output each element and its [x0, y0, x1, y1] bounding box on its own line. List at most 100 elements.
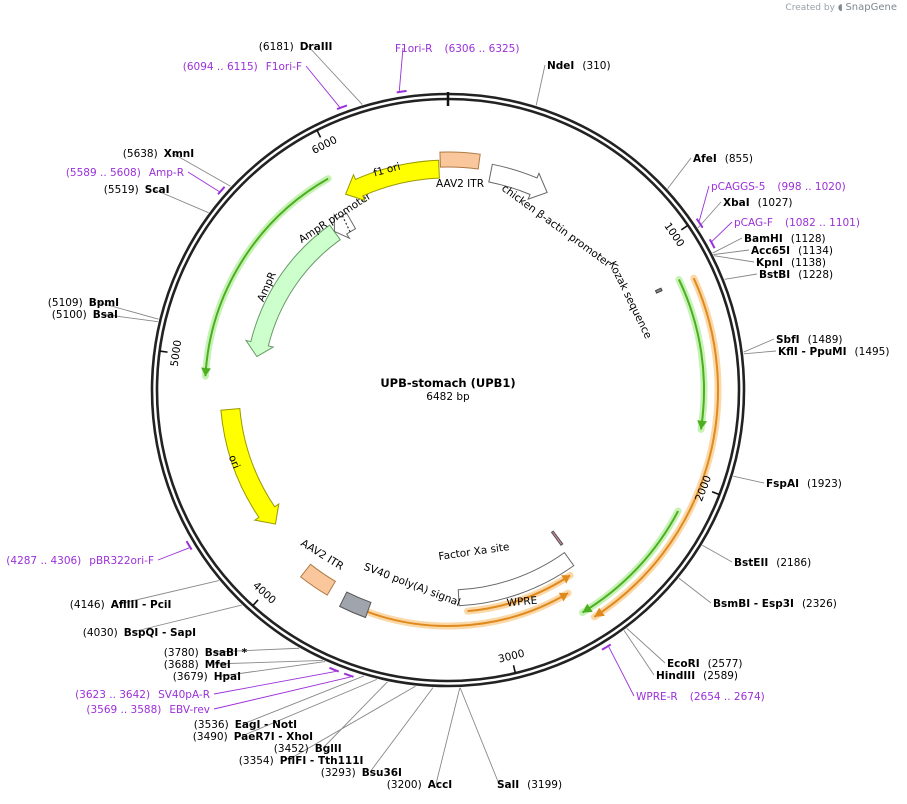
primer-wpre-r: WPRE-R(2654 .. 2674) [601, 643, 765, 703]
site-coord: (3293) [321, 767, 356, 779]
feature-label-sv40-poly-a-signal: SV40 poly(A) signal [362, 561, 462, 609]
site-fspai: FspAI(1923) [733, 475, 842, 490]
site-coord: (1128) [791, 233, 826, 245]
feature-f1-ori [344, 159, 440, 202]
site-coord: (1134) [798, 245, 833, 257]
site-name: BamHI [744, 233, 783, 245]
site-leader-line [743, 350, 777, 355]
site-label: (3679)HpaI [173, 671, 241, 683]
site-coord: (310) [582, 60, 610, 72]
primer-label: (3623 .. 3642)SV40pA-R [75, 689, 210, 701]
site-label: (3200)AccI [387, 779, 452, 791]
site-label: (4146)AflIII - PciI [70, 599, 172, 611]
site-leader-line [212, 660, 323, 665]
primer-label: (6094 .. 6115)F1ori-F [183, 61, 302, 73]
orf-arrow [675, 275, 708, 433]
primer-label: (5589 .. 5608)Amp-R [66, 167, 184, 179]
site-coord: (1228) [798, 269, 833, 281]
site-sbfi: SbfI(1489) [743, 334, 843, 353]
tick-mark [711, 491, 720, 496]
site-name: Acc65I [751, 245, 790, 257]
primer-name: pCAG-F [734, 217, 773, 229]
tick-label: 1000 [661, 221, 686, 250]
site-leader-line [307, 45, 363, 105]
feature-ampr-promoter [333, 212, 357, 240]
site-label: Acc65I (1134) [751, 245, 833, 257]
site-name: AccI [428, 779, 452, 791]
site-coord: (1138) [791, 257, 826, 269]
feature-sv40-poly-a-signal [338, 591, 372, 619]
site-label: SalI(3199) [497, 779, 562, 791]
site-leader-line [626, 628, 666, 664]
site-leader-line [535, 64, 546, 106]
site-leader-line [152, 188, 209, 214]
primer-ebv-rev: (3569 .. 3588)EBV-rev [86, 672, 354, 716]
orf-arrow [590, 274, 722, 621]
primer-leader-line [398, 47, 404, 91]
site-name: KpnI [756, 257, 783, 269]
primer-name: F1ori-F [266, 61, 302, 73]
site-paer7i-xhoi: (3490)PaeR7I - XhoI [193, 678, 377, 743]
site-label: (3452)BglII [274, 743, 342, 755]
site-bglii: (3452)BglII [274, 681, 388, 755]
site-name: HindIII [656, 670, 695, 682]
site-leader-line [322, 681, 388, 749]
site-label: (5519)ScaI [104, 184, 170, 196]
site-label: BstEII(2186) [734, 557, 811, 569]
site-leader-line [713, 249, 750, 256]
site-leader-line [212, 647, 300, 653]
site-leader-line [100, 313, 158, 323]
site-label: (4030)BspQI - SapI [83, 627, 196, 639]
primer-sv40pa-r: (3623 .. 3642)SV40pA-R [75, 666, 340, 701]
site-leader-line [242, 675, 365, 725]
site-name: BsaI [93, 309, 118, 321]
site-label: (3780)BsaBI * [164, 647, 248, 659]
site-leader-line [435, 687, 461, 785]
site-acci: (3200)AccI [387, 687, 461, 791]
primer-label: (4287 .. 4306)pBR322ori-F [6, 555, 154, 567]
site-name: ScaI [145, 184, 170, 196]
site-coord: (2326) [802, 598, 837, 610]
site-coord: (1923) [807, 478, 842, 490]
feature-label-chicken-beta-actin-promoter: chicken β-actin promoter [499, 182, 613, 270]
primer-label: WPRE-R(2654 .. 2674) [636, 691, 765, 703]
credit-prefix: Created by [785, 3, 835, 13]
primer-f1ori-f: (6094 .. 6115)F1ori-F [183, 61, 348, 111]
site-label: BamHI (1128) [744, 233, 826, 245]
site-bsteii: BstEII(2186) [702, 544, 811, 569]
site-xbai: XbaI(1027) [697, 197, 793, 229]
site-coord: (2186) [776, 557, 811, 569]
site-hindiii: HindIII(2589) [623, 630, 738, 682]
site-leader-line [743, 338, 775, 353]
site-coord: (3688) [164, 659, 199, 671]
site-leader-line [118, 580, 219, 605]
site-label: (3490)PaeR7I - XhoI [193, 731, 313, 743]
site-name: DraIII [300, 41, 333, 53]
site-leader-line [702, 544, 733, 563]
site-coord: (3452) [274, 743, 309, 755]
snapgene-credit: Created by ◖ SnapGene [785, 2, 897, 13]
site-leader-line [623, 630, 655, 676]
site-name: BsaBI * [205, 647, 248, 659]
primer-range: (6306 .. 6325) [444, 43, 519, 55]
primer-leader-line [698, 185, 710, 221]
primer-leader-line [305, 65, 340, 108]
tick-mark [159, 350, 168, 353]
site-leader-line [131, 604, 242, 633]
site-leader-line [287, 685, 416, 761]
site-name: AfeI [693, 153, 717, 165]
primer-leader-line [157, 547, 190, 561]
site-coord: (1489) [808, 334, 843, 346]
site-afei: AfeI(855) [667, 153, 753, 189]
site-leader-line [459, 687, 500, 785]
site-label: FspAI(1923) [766, 478, 842, 490]
ampr-promoter-junction [341, 215, 351, 233]
site-label: HindIII(2589) [656, 670, 738, 682]
site-afliii-pcii: (4146)AflIII - PciI [70, 580, 219, 611]
orf-arrow [464, 571, 574, 615]
primer-name: pCAGGS-5 [711, 181, 765, 193]
primer-pcag-f: pCAG-F(1082 .. 1101) [708, 217, 860, 249]
site-leader-line [171, 152, 231, 187]
feature-ori [220, 407, 280, 525]
